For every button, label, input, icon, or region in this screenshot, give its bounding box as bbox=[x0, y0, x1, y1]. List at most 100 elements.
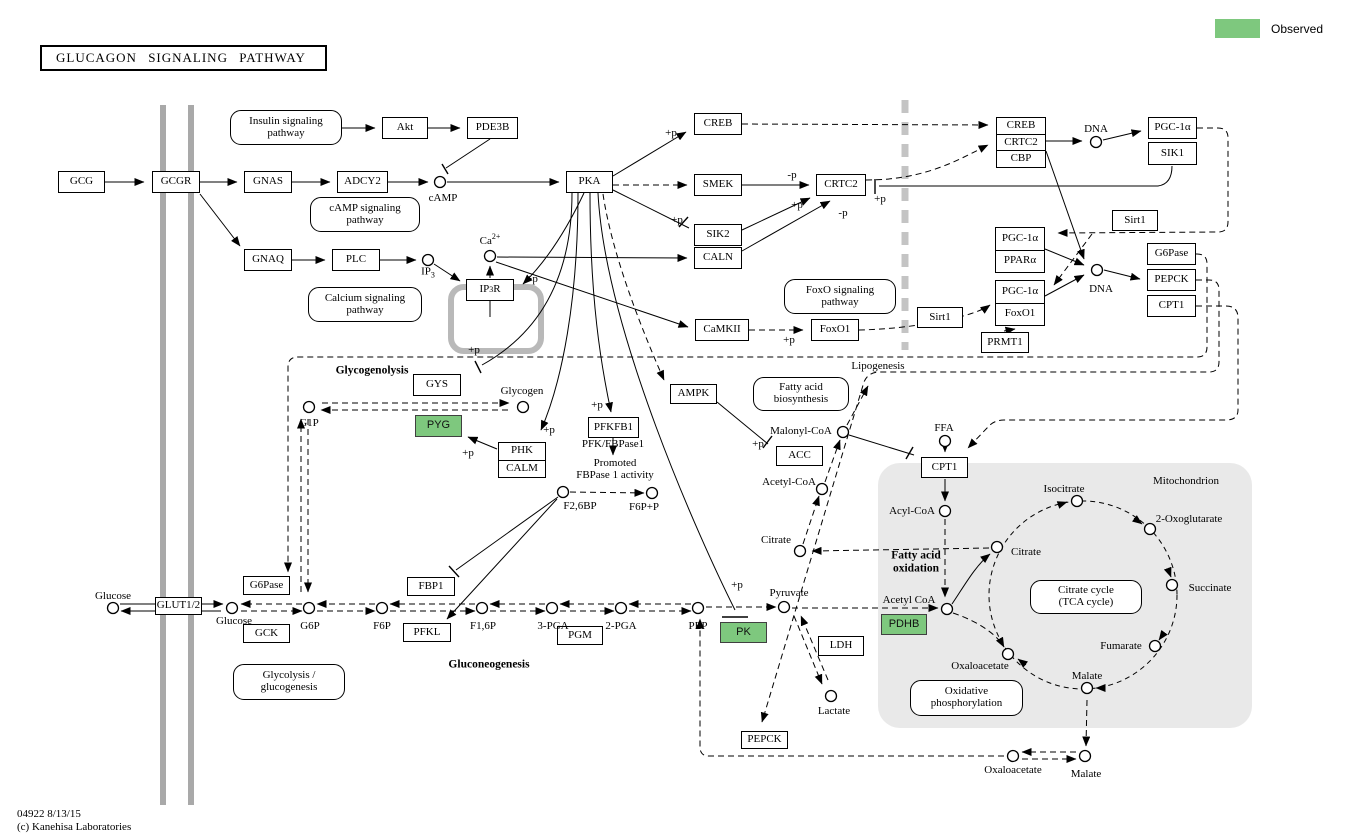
ca2-node[interactable] bbox=[483, 249, 497, 263]
sik2[interactable]: SIK2 bbox=[694, 224, 742, 246]
plc[interactable]: PLC bbox=[332, 249, 380, 271]
smek[interactable]: SMEK bbox=[694, 174, 742, 196]
edge bbox=[1044, 248, 1085, 266]
glut12[interactable]: GLUT1/2 bbox=[155, 597, 202, 615]
phk-calm-stack[interactable]: PHK CALM bbox=[498, 442, 546, 478]
glucose-out-node[interactable] bbox=[106, 601, 120, 615]
pka[interactable]: PKA bbox=[566, 171, 613, 193]
g6pase-right[interactable]: G6Pase bbox=[1147, 243, 1196, 265]
acc[interactable]: ACC bbox=[776, 446, 823, 466]
pgc1a-topright[interactable]: PGC-1α bbox=[1148, 117, 1197, 139]
ldh[interactable]: LDH bbox=[818, 636, 864, 656]
pk[interactable]: PK bbox=[720, 622, 767, 643]
sik1[interactable]: SIK1 bbox=[1148, 142, 1197, 165]
dna-top-node[interactable] bbox=[1089, 135, 1103, 149]
f26bp-node[interactable] bbox=[556, 485, 570, 499]
malate-bottom-node[interactable] bbox=[1078, 749, 1092, 763]
akt[interactable]: Akt bbox=[382, 117, 428, 139]
isocitrate-node[interactable] bbox=[1070, 494, 1084, 508]
pyruvate-node[interactable] bbox=[777, 600, 791, 614]
g6p-node[interactable] bbox=[302, 601, 316, 615]
dna-bottom-node[interactable] bbox=[1090, 263, 1104, 277]
foxo1-left[interactable]: FoxO1 bbox=[811, 319, 859, 341]
creb-stack-row[interactable]: CRTC2 bbox=[997, 133, 1045, 151]
f6p-node[interactable] bbox=[375, 601, 389, 615]
g1p-node[interactable] bbox=[302, 400, 316, 414]
f16p-node[interactable] bbox=[475, 601, 489, 615]
gnaq[interactable]: GNAQ bbox=[244, 249, 292, 271]
glucose-in-node[interactable] bbox=[225, 601, 239, 615]
pgc-foxo-stack-row[interactable]: PGC-1α bbox=[1001, 284, 1039, 297]
sirt1-left[interactable]: Sirt1 bbox=[917, 307, 963, 328]
adcy2[interactable]: ADCY2 bbox=[337, 171, 388, 193]
gcg[interactable]: GCG bbox=[58, 171, 105, 193]
gcgr[interactable]: GCGR bbox=[152, 171, 200, 193]
citrate-mito-node[interactable] bbox=[990, 540, 1004, 554]
phk-calm-stack-row[interactable]: PHK bbox=[510, 444, 533, 457]
fbp1[interactable]: FBP1 bbox=[407, 577, 455, 596]
malonyl-coa-node[interactable] bbox=[836, 425, 850, 439]
gck[interactable]: GCK bbox=[243, 624, 290, 643]
pepck-bottom[interactable]: PEPCK bbox=[741, 731, 788, 749]
cpt1-mid[interactable]: CPT1 bbox=[921, 457, 968, 478]
pdhb[interactable]: PDHB bbox=[881, 614, 927, 635]
oxoglutarate-node[interactable] bbox=[1143, 522, 1157, 536]
pfkl[interactable]: PFKL bbox=[403, 623, 451, 642]
footer: 04922 8/13/15 (c) Kanehisa Laboratories bbox=[17, 808, 131, 833]
fumarate-node[interactable] bbox=[1148, 639, 1162, 653]
phk-calm-stack-row[interactable]: CALM bbox=[499, 459, 545, 478]
ampk[interactable]: AMPK bbox=[670, 384, 717, 404]
oaa-mito-node[interactable] bbox=[1001, 647, 1015, 661]
pyg[interactable]: PYG bbox=[415, 415, 462, 437]
acetyl-coa-mito-node[interactable] bbox=[940, 602, 954, 616]
pde3b[interactable]: PDE3B bbox=[467, 117, 518, 139]
crtc2-mid[interactable]: CRTC2 bbox=[816, 174, 866, 196]
pgc-foxo-stack-row[interactable]: FoxO1 bbox=[996, 302, 1044, 326]
acetyl-coa-cyto-node[interactable] bbox=[815, 482, 829, 496]
citrate-cyto-node[interactable] bbox=[793, 544, 807, 558]
prmt1[interactable]: PRMT1 bbox=[981, 332, 1029, 353]
oaa-bottom-node[interactable] bbox=[1006, 749, 1020, 763]
ip3-node[interactable] bbox=[421, 253, 435, 267]
edge bbox=[802, 495, 820, 545]
lactate-node[interactable] bbox=[824, 689, 838, 703]
gys[interactable]: GYS bbox=[413, 374, 461, 396]
f6pp-node[interactable] bbox=[645, 486, 659, 500]
pgc-ppar-stack-row[interactable]: PGC-1α bbox=[1001, 231, 1039, 244]
sirt1-right[interactable]: Sirt1 bbox=[1112, 210, 1158, 231]
succinate-node[interactable] bbox=[1165, 578, 1179, 592]
camkii[interactable]: CaMKII bbox=[695, 319, 749, 341]
creb-left[interactable]: CREB bbox=[694, 113, 742, 135]
camp-node[interactable] bbox=[433, 175, 447, 189]
pepck-right[interactable]: PEPCK bbox=[1147, 269, 1196, 291]
pgm[interactable]: PGM bbox=[557, 626, 603, 645]
pga2-node[interactable] bbox=[614, 601, 628, 615]
pga3-node[interactable] bbox=[545, 601, 559, 615]
creb-stack-row[interactable]: CBP bbox=[997, 150, 1045, 167]
pgc-ppar-stack-row[interactable]: PPARα bbox=[996, 249, 1044, 273]
pfkfb1[interactable]: PFKFB1 bbox=[588, 417, 639, 438]
tca-cycle-label[interactable]: Citrate cycle(TCA cycle) bbox=[1030, 580, 1142, 614]
g6pase-bottom[interactable]: G6Pase bbox=[243, 576, 290, 595]
malate-mito-node[interactable] bbox=[1080, 681, 1094, 695]
edge bbox=[741, 197, 811, 231]
cpt1-right[interactable]: CPT1 bbox=[1147, 295, 1196, 317]
glycolysis-pathway[interactable]: Glycolysis /glucogenesis bbox=[233, 664, 345, 700]
pep-node[interactable] bbox=[691, 601, 705, 615]
creb-stack-row[interactable]: CREB bbox=[1006, 119, 1036, 132]
caln[interactable]: CALN bbox=[694, 247, 742, 269]
gnas[interactable]: GNAS bbox=[244, 171, 292, 193]
ffa-node[interactable] bbox=[938, 434, 952, 448]
glycogen-node[interactable] bbox=[516, 400, 530, 414]
acyl-coa-node[interactable] bbox=[938, 504, 952, 518]
